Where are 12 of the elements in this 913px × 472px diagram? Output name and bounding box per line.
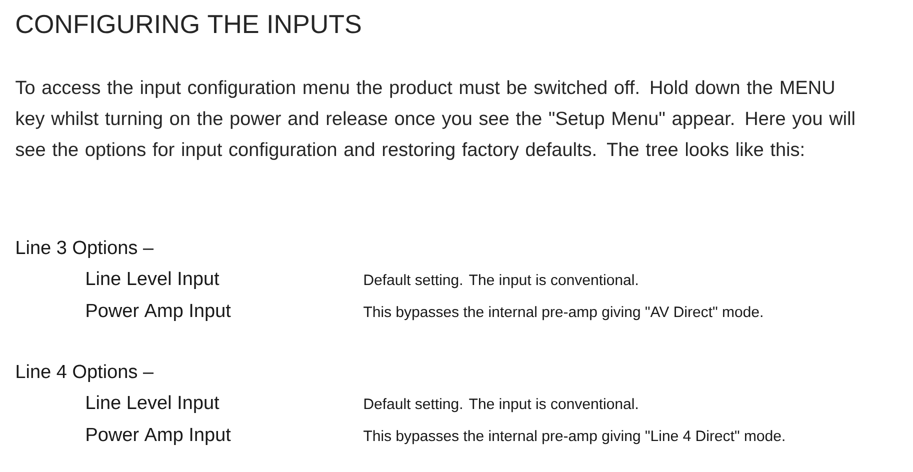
option-name: Line Level Input [86, 395, 220, 413]
section-heading: Line 3 Options – [16, 240, 154, 258]
option-description: This bypasses the internal pre-amp giving "Line 4 Direct" mode. [364, 430, 784, 444]
option-description: This bypasses the internal pre-amp giving "AV Direct" mode. [364, 306, 762, 320]
option-name: Power Amp Input [86, 428, 231, 445]
option-name: Line Level Input [86, 271, 220, 289]
option-description: Default setting. The input is conventional. [364, 274, 638, 288]
paragraph: To access the input configuration menu the product must be switched off. Hold down the MENU key whilst turning on the power and release once you see the "Setup Menu" appear. Here you will see the options for input configuration and restoring factory defaults. The tree looks like this: [16, 80, 854, 160]
page-title: CONFIGURING THE INPUTS [16, 14, 361, 34]
option-description: Default setting. The input is conventional. [364, 398, 638, 412]
section-heading: Line 4 Options – [16, 364, 154, 382]
option-name: Power Amp Input [86, 304, 231, 321]
